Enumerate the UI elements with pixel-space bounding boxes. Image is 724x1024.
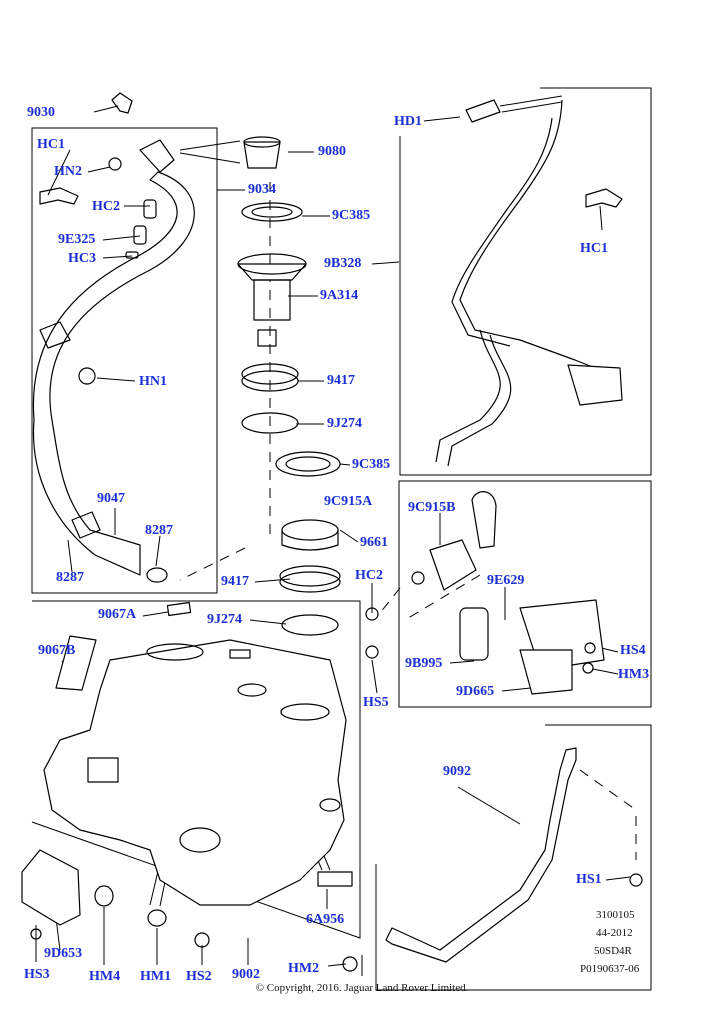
label-9d653: 9D653 bbox=[44, 946, 83, 961]
label-9c385-b: 9C385 bbox=[352, 457, 391, 472]
label-9661: 9661 bbox=[360, 535, 388, 550]
label-6a956: 6A956 bbox=[306, 912, 345, 927]
label-9d665: 9D665 bbox=[456, 684, 495, 699]
label-9067b: 9067B bbox=[38, 643, 76, 658]
label-9417-a: 9417 bbox=[327, 373, 355, 388]
copyright-notice: © Copyright, 2016. Jaguar Land Rover Lim… bbox=[255, 982, 469, 994]
label-9034: 9034 bbox=[248, 182, 276, 197]
label-9e325: 9E325 bbox=[58, 232, 96, 247]
label-9j274-a: 9J274 bbox=[327, 416, 362, 431]
filler-pipe-group-box bbox=[31, 127, 218, 594]
label-9092: 9092 bbox=[443, 764, 471, 779]
label-9b995: 9B995 bbox=[405, 656, 443, 671]
label-hc1: HC1 bbox=[37, 137, 65, 152]
label-8287-a: 8287 bbox=[145, 523, 173, 538]
label-8287-b: 8287 bbox=[56, 570, 84, 585]
reference-number-3: 50SD4R bbox=[594, 945, 632, 957]
label-9067a: 9067A bbox=[98, 607, 137, 622]
label-hs3: HS3 bbox=[24, 967, 50, 982]
label-hn2: HN2 bbox=[54, 164, 82, 179]
label-9080: 9080 bbox=[318, 144, 346, 159]
label-9a314: 9A314 bbox=[320, 288, 359, 303]
vent-pipe-group-box bbox=[399, 87, 652, 476]
label-9047: 9047 bbox=[97, 491, 125, 506]
label-hm1: HM1 bbox=[140, 969, 172, 984]
label-hn1: HN1 bbox=[139, 374, 167, 389]
label-hc3: HC3 bbox=[68, 251, 96, 266]
label-9030: 9030 bbox=[27, 105, 55, 120]
label-hs5: HS5 bbox=[363, 695, 389, 710]
label-hm3: HM3 bbox=[618, 667, 650, 682]
label-hc1-b: HC1 bbox=[580, 241, 608, 256]
vapor-valve-group-box bbox=[398, 480, 652, 708]
label-hd1: HD1 bbox=[394, 114, 422, 129]
label-9c915b: 9C915B bbox=[408, 500, 456, 515]
reference-number-4: P0190637-06 bbox=[580, 963, 640, 975]
label-hm4: HM4 bbox=[89, 969, 121, 984]
label-hs4: HS4 bbox=[620, 643, 646, 658]
label-hs1: HS1 bbox=[576, 872, 602, 887]
label-hc2-b: HC2 bbox=[355, 568, 383, 583]
label-9417-b: 9417 bbox=[221, 574, 249, 589]
label-9j274-b: 9J274 bbox=[207, 612, 242, 627]
strap-group-box bbox=[375, 724, 652, 991]
label-hs2: HS2 bbox=[186, 969, 212, 984]
label-hm2: HM2 bbox=[288, 961, 320, 976]
label-9c385-a: 9C385 bbox=[332, 208, 371, 223]
reference-number-2: 44-2012 bbox=[596, 927, 633, 939]
reference-number-1: 3100105 bbox=[596, 909, 635, 921]
label-9b328: 9B328 bbox=[324, 256, 362, 271]
label-9e629: 9E629 bbox=[487, 573, 525, 588]
label-9002: 9002 bbox=[232, 967, 260, 982]
label-hc2: HC2 bbox=[92, 199, 120, 214]
label-9c915a: 9C915A bbox=[324, 494, 373, 509]
